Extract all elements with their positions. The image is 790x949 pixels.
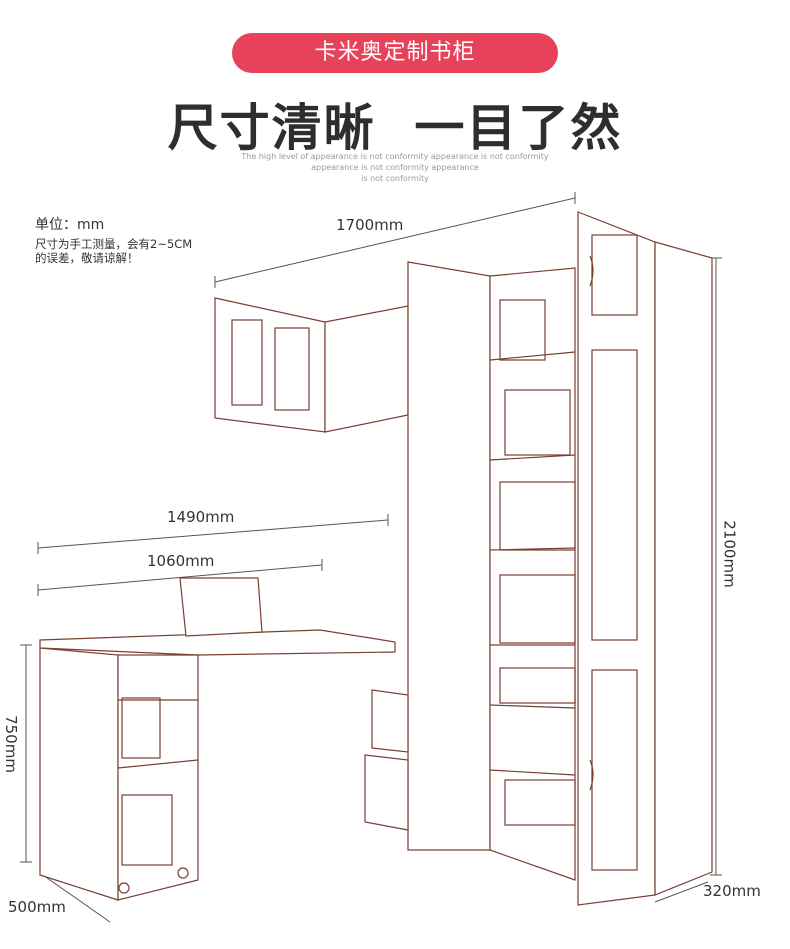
drawer-upper [371, 689, 409, 753]
dimension-line-cabinet-depth [654, 881, 709, 903]
measurement-note-line-2: 的误差，敬请谅解！ [35, 251, 139, 265]
middle-shelving-column [489, 267, 576, 881]
subtitle-line-3: is not conformity [361, 174, 429, 183]
right-tall-door [577, 211, 656, 906]
dimension-label-cabinet-depth: 320mm [703, 882, 761, 900]
page-headline: 尺寸清晰 一目了然 [167, 99, 623, 157]
subtitle-line-1: The high level of appearance is not conf… [241, 152, 549, 161]
brand-banner: 卡米奥定制书柜 [232, 33, 558, 73]
open-door-left [407, 261, 491, 851]
dimension-label-desk-depth: 500mm [8, 898, 66, 916]
unit-label: 单位：mm [35, 217, 105, 233]
desk-side-panel [39, 647, 119, 901]
measurement-note-line-1: 尺寸为手工测量，会有2~5CM [35, 237, 193, 251]
dimension-line-desk-long [37, 519, 389, 549]
dimension-line-width [214, 197, 576, 283]
dimension-label-desk-long: 1490mm [167, 508, 235, 526]
dimension-label-height: 2100mm [720, 520, 739, 588]
drawer-lower [364, 754, 409, 831]
laptop [179, 577, 263, 637]
dimension-line-desk-depth [39, 872, 111, 923]
dimension-label-desk-height: 750mm [1, 715, 20, 773]
dimension-label-desk-short: 1060mm [147, 552, 215, 570]
dimension-label-width: 1700mm [336, 216, 404, 234]
subtitle-line-2: appearance is not conformity appearance [311, 163, 479, 172]
